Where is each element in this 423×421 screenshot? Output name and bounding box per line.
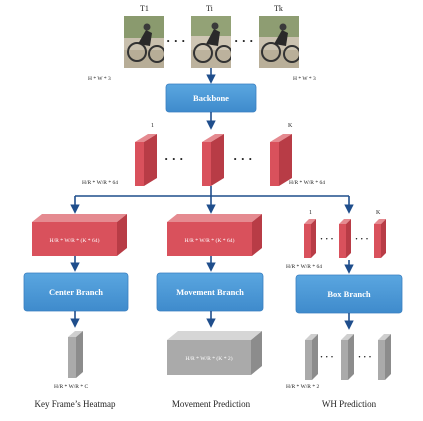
box-input-map-i bbox=[339, 219, 351, 258]
feature-label-k: K bbox=[288, 123, 293, 129]
box-output-map-1 bbox=[305, 334, 318, 380]
movement-branch-box: Movement Branch bbox=[156, 272, 264, 312]
backbone-label: Backbone bbox=[193, 93, 229, 103]
frame-label-t1: T1 bbox=[140, 4, 149, 13]
center-input-label: H/R * W/R * (K * 64) bbox=[50, 237, 100, 244]
feature-map-i bbox=[202, 134, 224, 186]
box-output-map-i bbox=[341, 334, 354, 380]
features-dim-label-right: H/R * W/R * 64 bbox=[289, 180, 325, 186]
frame-label-ti: Ti bbox=[206, 4, 214, 13]
box-input-dim-label: H/R * W/R * 64 bbox=[286, 264, 322, 270]
box-output-ellipsis-left: · · · bbox=[320, 352, 334, 362]
box-caption: WH Prediction bbox=[322, 399, 377, 409]
box-output-map-k bbox=[378, 334, 391, 380]
feature-map-k bbox=[270, 134, 292, 186]
frames-ellipsis-left: · · · bbox=[166, 33, 186, 48]
center-output-label: H/R * W/R * C bbox=[54, 384, 88, 390]
box-input-label-k: K bbox=[376, 210, 381, 216]
movement-branch-label: Movement Branch bbox=[176, 287, 244, 297]
movement-input-label: H/R * W/R * (K * 64) bbox=[185, 237, 235, 244]
movement-output-label: H/R * W/R * (K * 2) bbox=[185, 355, 232, 362]
center-input-tensor: H/R * W/R * (K * 64) bbox=[32, 214, 127, 256]
box-branch-label: Box Branch bbox=[327, 289, 370, 299]
backbone-box: Backbone bbox=[165, 83, 257, 113]
features-dim-label-left: H/R * W/R * 64 bbox=[82, 180, 118, 186]
center-branch-label: Center Branch bbox=[49, 287, 103, 297]
frame-label-tk: Tk bbox=[274, 4, 283, 13]
frames-ellipsis-right: · · · bbox=[234, 33, 254, 48]
frames-dim-label-right: H * W * 3 bbox=[293, 76, 316, 82]
features-ellipsis-right: · · · bbox=[233, 151, 253, 166]
features-ellipsis-left: · · · bbox=[164, 151, 184, 166]
box-input-map-k bbox=[374, 219, 386, 258]
frame-image-ti bbox=[191, 16, 231, 68]
movement-input-tensor: H/R * W/R * (K * 64) bbox=[167, 214, 262, 256]
feature-map-1 bbox=[135, 134, 157, 186]
center-output-tensor bbox=[68, 331, 83, 378]
frame-image-tk bbox=[259, 16, 299, 68]
frames-dim-label-left: H * W * 3 bbox=[88, 76, 111, 82]
center-caption: Key Frame’s Heatmap bbox=[35, 399, 116, 409]
movement-output-tensor: H/R * W/R * (K * 2) bbox=[167, 331, 262, 375]
box-output-ellipsis-right: · · · bbox=[358, 352, 372, 362]
box-branch-box: Box Branch bbox=[295, 274, 403, 314]
box-input-map-1 bbox=[304, 219, 316, 258]
box-output-dim-label: H/R * W/R * 2 bbox=[286, 384, 319, 390]
frame-image-t1 bbox=[124, 16, 164, 68]
center-branch-box: Center Branch bbox=[23, 272, 129, 312]
box-input-ellipsis-left: · · · bbox=[320, 234, 334, 244]
box-input-ellipsis-right: · · · bbox=[355, 234, 369, 244]
movement-caption: Movement Prediction bbox=[172, 399, 251, 409]
box-input-label-1: 1 bbox=[309, 210, 312, 216]
feature-label-1: 1 bbox=[151, 123, 154, 129]
